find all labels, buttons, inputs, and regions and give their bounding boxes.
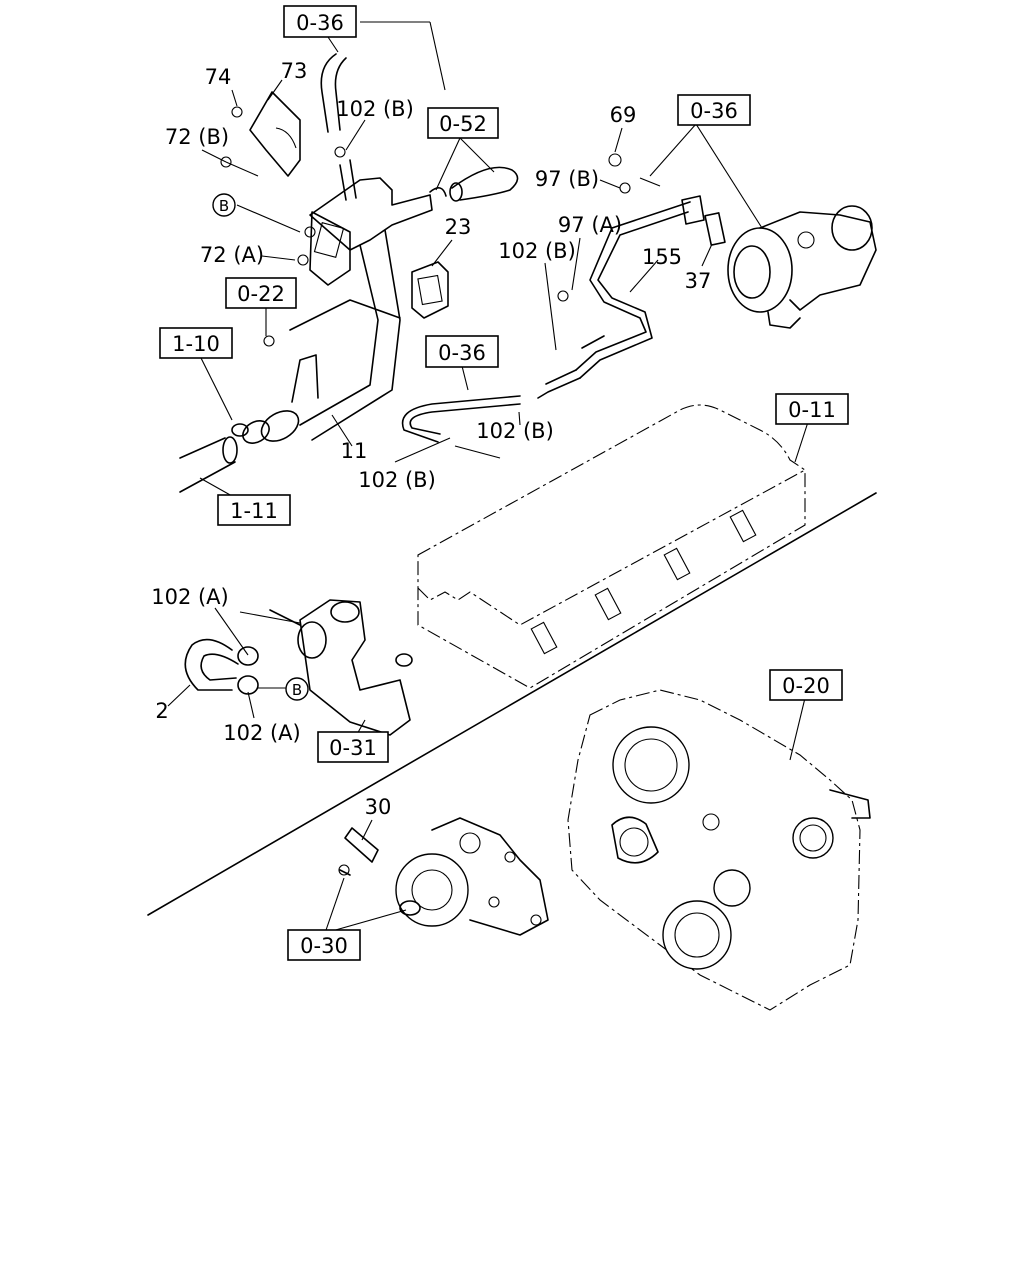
part-74-label: 74 [205, 65, 232, 89]
marker-b-low-circle [285, 677, 309, 701]
part-23-label: 23 [445, 215, 472, 239]
ref-0-52: 0-52 [439, 112, 487, 136]
ref-0-36-top: 0-36 [296, 11, 344, 35]
part-2-label: 2 [155, 699, 168, 723]
cylinder-head-outline [417, 404, 806, 689]
part-102b-bottom-label: 102 (B) [358, 468, 436, 492]
turbocharger [727, 205, 877, 329]
bypass-hose [429, 166, 519, 202]
thermostat-housing-upper [231, 53, 433, 444]
ref-0-30: 0-30 [300, 934, 348, 958]
section-divider-line [147, 492, 877, 916]
ref-box-0-52 [427, 107, 499, 139]
part-102a-bottom-label: 102 (A) [223, 721, 301, 745]
leader-lines [167, 21, 809, 934]
part-73-label: 73 [281, 59, 308, 83]
return-hose [401, 395, 521, 443]
ref-0-31: 0-31 [329, 736, 377, 760]
ref-0-36-right: 0-36 [690, 99, 738, 123]
ref-0-22: 0-22 [237, 282, 285, 306]
fasteners [220, 106, 661, 876]
part-102b-right-label: 102 (B) [476, 419, 554, 443]
part-155-label: 155 [642, 245, 682, 269]
part-11-label: 11 [341, 439, 368, 463]
ref-box-0-22 [225, 277, 297, 309]
ref-box-0-36-mid [425, 335, 499, 368]
ref-0-20: 0-20 [782, 674, 830, 698]
part-69-label: 69 [610, 103, 637, 127]
short-hose [184, 638, 259, 695]
part-72a-label: 72 (A) [200, 243, 264, 267]
thermostat-housing-lower [269, 599, 413, 736]
part-102b-mid-label: 102 (B) [498, 239, 576, 263]
part-102b-top-label: 102 (B) [336, 97, 414, 121]
marker-b-top: B [219, 197, 229, 215]
water-feed-pipe [537, 195, 726, 399]
ref-box-0-31 [317, 731, 389, 763]
ref-box-0-20 [769, 669, 843, 701]
ref-0-11: 0-11 [788, 398, 836, 422]
ref-box-0-30 [287, 929, 361, 961]
gear-case [567, 689, 871, 1011]
ref-1-11: 1-11 [230, 499, 278, 523]
lower-hose-stub [179, 436, 238, 493]
part-72b-label: 72 (B) [165, 125, 229, 149]
ref-box-0-36-top [283, 5, 357, 38]
ref-box-0-36-right [677, 94, 751, 126]
ref-0-36-mid: 0-36 [438, 341, 486, 365]
ref-1-10: 1-10 [172, 332, 220, 356]
water-pump [339, 817, 549, 936]
ref-box-0-11 [775, 393, 849, 425]
gasket [411, 261, 449, 319]
marker-b-low: B [292, 681, 302, 699]
part-97b-label: 97 (B) [535, 167, 599, 191]
part-37-label: 37 [685, 269, 712, 293]
marker-b-top-circle [212, 193, 236, 217]
ref-box-1-11 [217, 494, 291, 526]
part-30-label: 30 [365, 795, 392, 819]
part-97a-label: 97 (A) [558, 213, 622, 237]
part-102a-top-label: 102 (A) [151, 585, 229, 609]
ref-box-1-10 [159, 327, 233, 359]
